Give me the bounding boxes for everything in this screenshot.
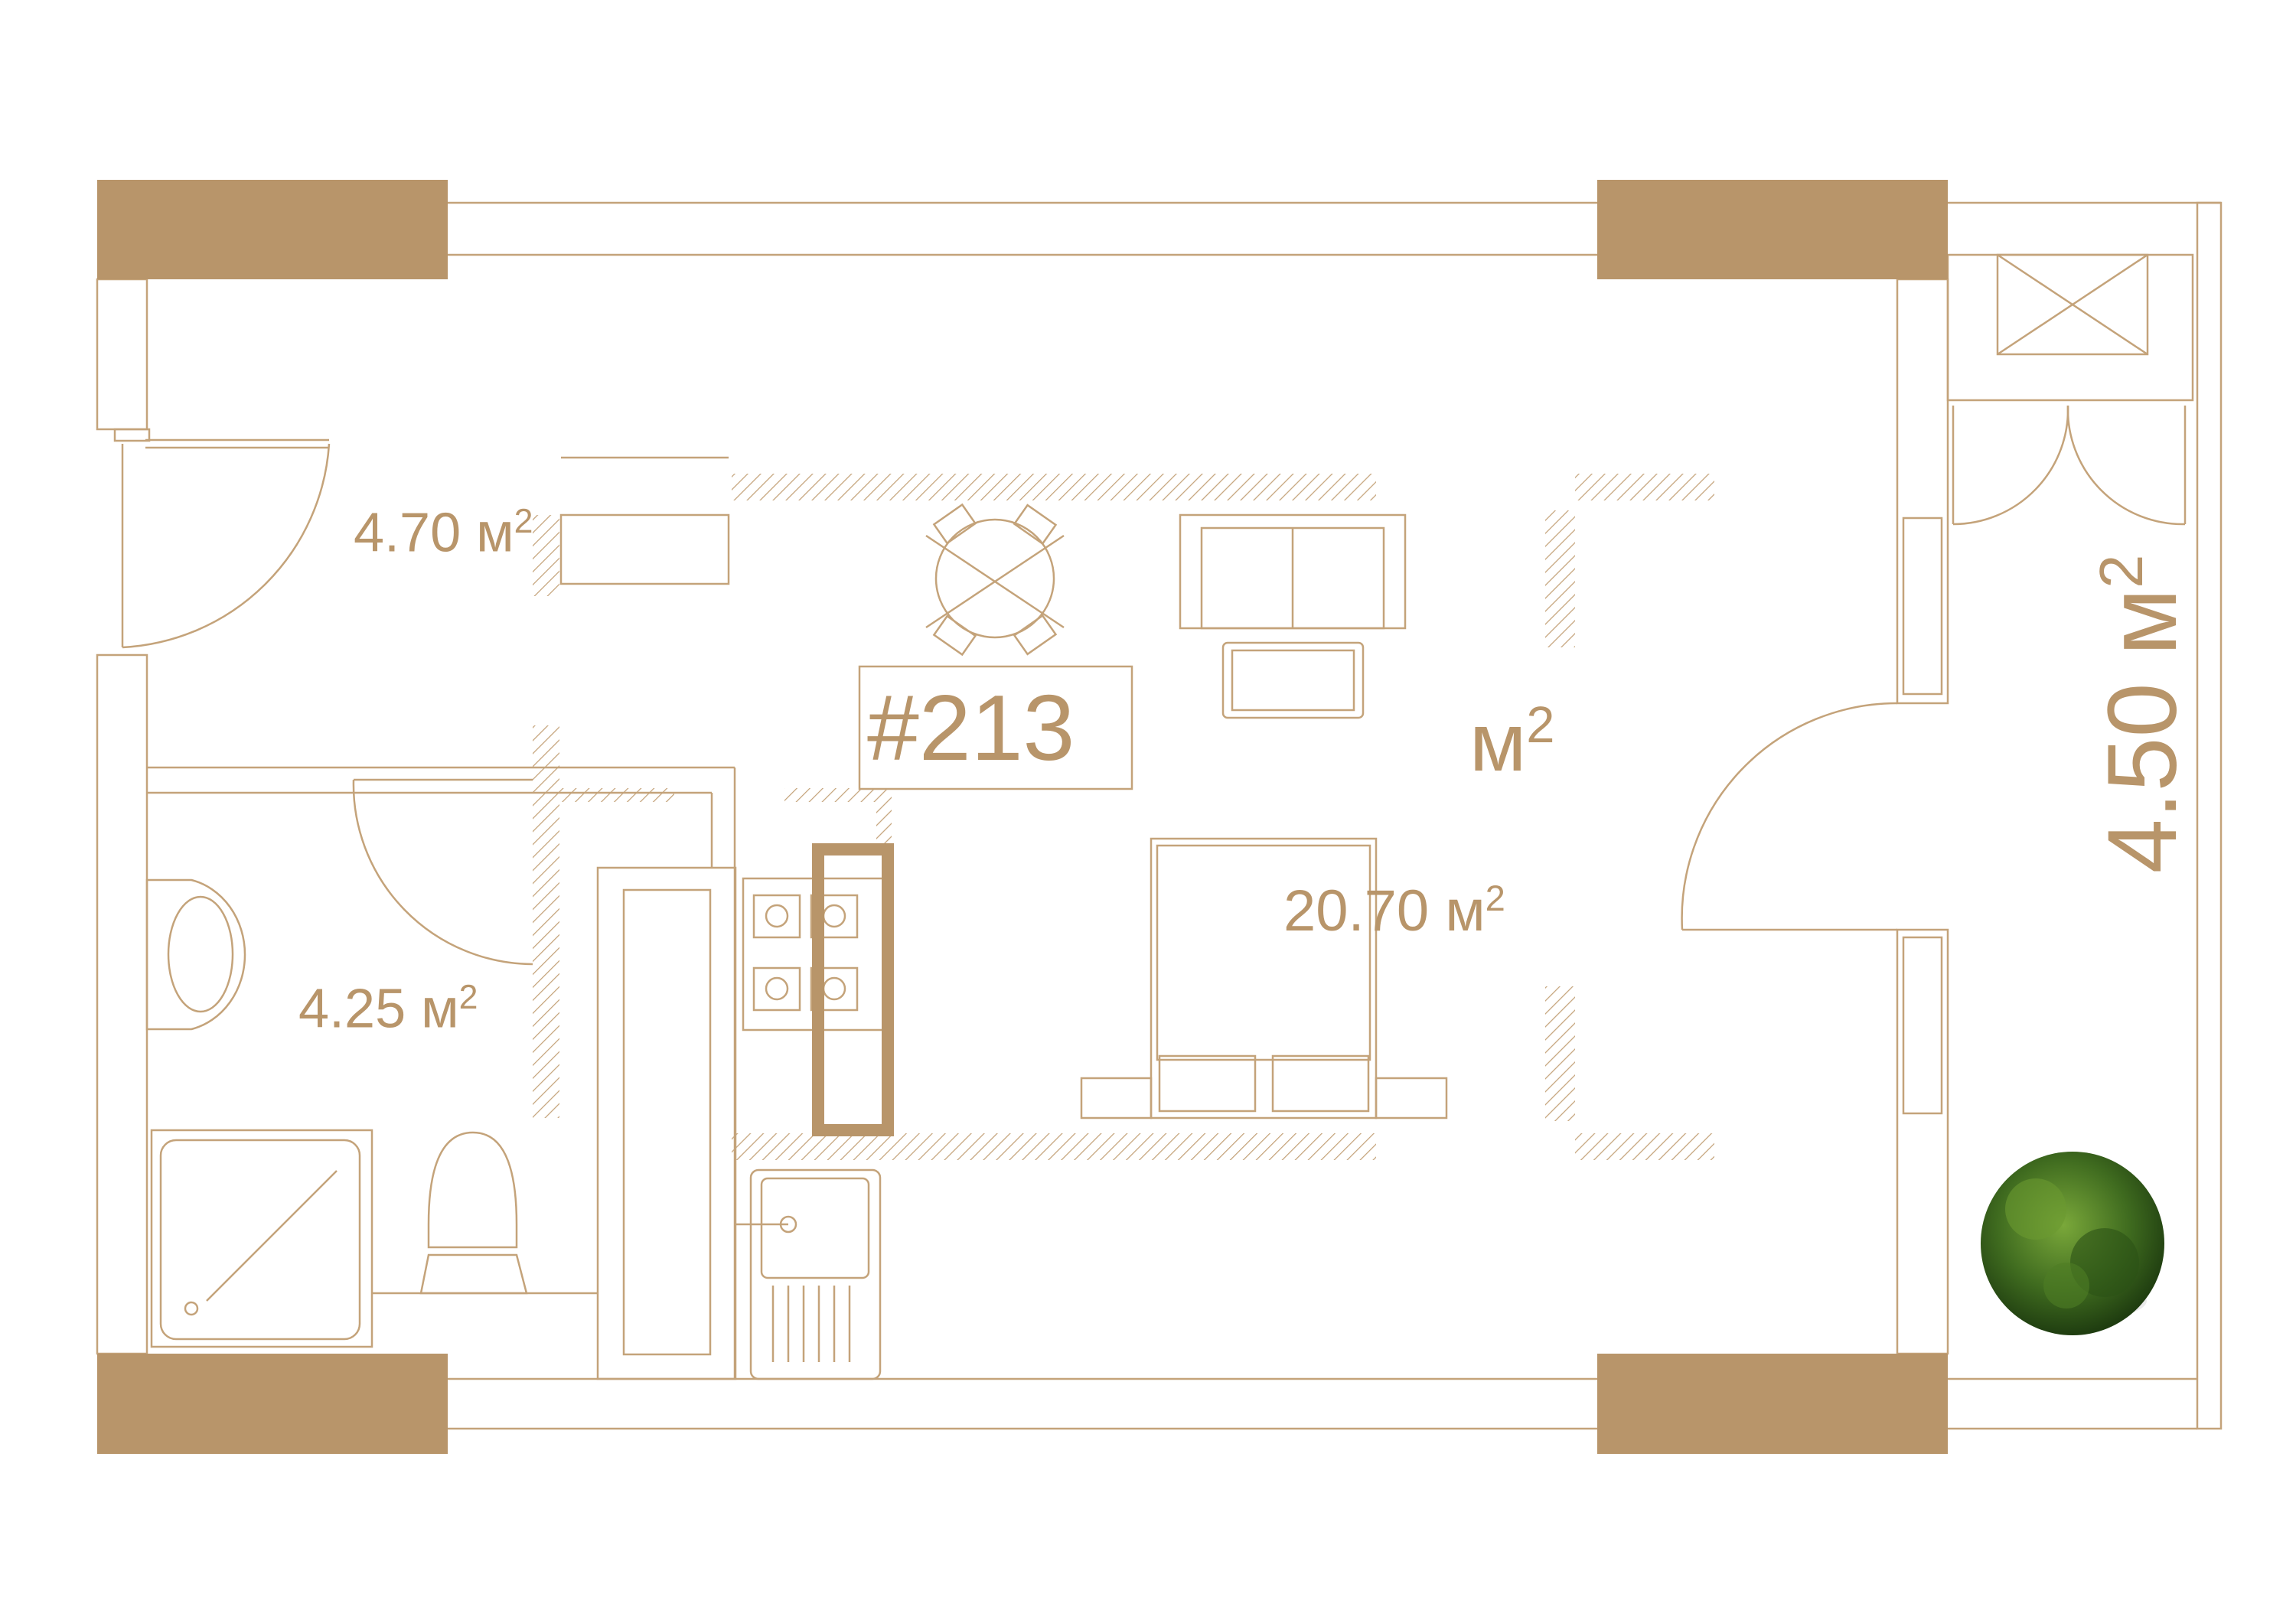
area-unit: м xyxy=(476,502,514,564)
area-superscript: 2 xyxy=(1526,696,1555,754)
area-superscript: 2 xyxy=(1485,878,1505,918)
exterior-walls xyxy=(96,201,1949,1430)
room-area-balcony: 4.50 м2 xyxy=(2087,555,2197,874)
area-unit-label: м2 xyxy=(1469,699,1555,784)
room-area-bathroom: 4.25 м2 xyxy=(298,978,478,1040)
area-unit: м xyxy=(1469,695,1527,788)
bathroom-fixtures xyxy=(145,878,528,1348)
area-value: 4.25 xyxy=(298,978,406,1040)
kitchen-highlight xyxy=(812,843,894,1136)
kitchen-fixtures xyxy=(596,866,885,1380)
plant-icon xyxy=(1981,1152,2164,1335)
balcony-outline xyxy=(1946,201,2223,1430)
area-superscript: 2 xyxy=(514,503,533,540)
interior-partitions xyxy=(147,456,736,1379)
area-unit: м xyxy=(1445,878,1486,943)
structural-columns xyxy=(97,180,1948,1454)
area-value: 4.50 xyxy=(2087,683,2197,874)
area-unit: м xyxy=(2087,588,2197,656)
doors xyxy=(113,428,1898,966)
hatched-walls xyxy=(533,474,1714,1160)
room-area-living: 20.70 м2 xyxy=(1283,880,1505,940)
area-superscript: 2 xyxy=(2087,554,2156,588)
area-unit: м xyxy=(421,978,459,1040)
area-superscript: 2 xyxy=(458,979,478,1016)
area-value: 20.70 xyxy=(1283,878,1430,943)
living-furniture xyxy=(858,503,1448,1119)
area-value: 4.70 xyxy=(354,502,461,564)
room-area-hallway: 4.70 м2 xyxy=(354,502,533,564)
unit-number: #213 xyxy=(867,676,1075,780)
